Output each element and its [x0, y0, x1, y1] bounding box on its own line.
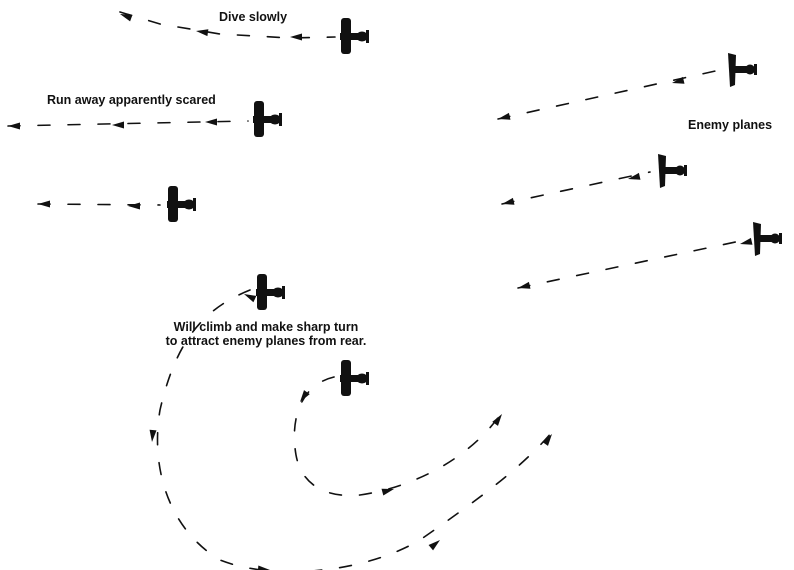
dive-label: Dive slowly — [219, 10, 288, 24]
arrowhead-icon — [501, 197, 515, 208]
arrowhead-icon — [128, 202, 140, 210]
friendly-plane-icon — [253, 101, 282, 137]
arrowhead-icon — [205, 118, 217, 126]
arrowhead-icon — [112, 121, 124, 129]
enemy-path-1 — [497, 69, 721, 123]
friendly-plane-icon — [256, 274, 285, 310]
arrowhead-icon — [38, 200, 50, 208]
enemy-plane-icon — [753, 222, 782, 256]
arrowhead-icon — [497, 112, 511, 123]
dive-path — [118, 10, 336, 41]
climb-label: Will climb and make sharp turn to attrac… — [141, 320, 391, 348]
enemy-path-2 — [501, 171, 651, 208]
arrowhead-icon — [671, 76, 685, 87]
retreat-path — [37, 200, 161, 210]
run-away-path — [7, 118, 249, 130]
arrowhead-icon — [148, 429, 157, 443]
arrowhead-icon — [627, 172, 641, 183]
small-loop — [293, 376, 505, 497]
arrowhead-icon — [428, 537, 443, 551]
enemy-plane-icon — [658, 154, 687, 188]
friendly-plane-icon — [167, 186, 196, 222]
arrowhead-icon — [8, 122, 20, 130]
arrowhead-icon — [542, 431, 555, 446]
arrowhead-icon — [290, 33, 302, 41]
friendly-plane-icon — [340, 360, 369, 396]
friendly-plane-icon — [340, 18, 369, 54]
arrowhead-icon — [517, 281, 531, 292]
enemy-path-3 — [517, 237, 753, 292]
arrowhead-icon — [257, 565, 271, 570]
arrowhead-icon — [739, 237, 753, 248]
enemy-plane-icon — [728, 53, 757, 87]
run-away-label: Run away apparently scared — [47, 93, 216, 107]
climb-label-line-1: Will climb and make sharp turn — [173, 320, 359, 334]
enemy-planes-label: Enemy planes — [688, 118, 773, 132]
climb-label-line-2: to attract enemy planes from rear. — [165, 334, 367, 348]
arrowhead-icon — [195, 27, 209, 37]
